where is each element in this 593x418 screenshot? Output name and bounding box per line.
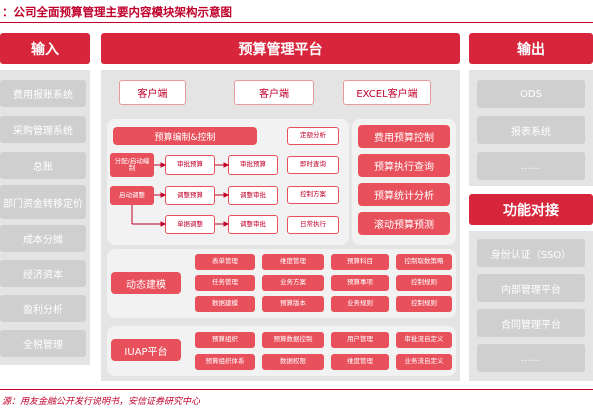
compile-left-box: 分配/启动编制 — [110, 153, 154, 177]
iuap-cell: 业务流自定义 — [396, 354, 452, 370]
function-item: …… — [477, 344, 585, 372]
dynamic-modeling-block: 动态建模 表单管理 维度管理 预算科目 控制取数策略 任务管理 业务方案 预算事… — [107, 249, 456, 318]
modeling-cell: 预算版本 — [262, 296, 324, 312]
input-item: 费用报账系统 — [0, 80, 86, 107]
iuap-cell: 维度管理 — [331, 354, 389, 370]
title-rule — [0, 22, 593, 23]
compile-side-box: 控制方案 — [287, 186, 339, 204]
input-item: 部门资金转移定价 — [0, 185, 86, 219]
compile-mid-box: 调整预算 — [165, 186, 215, 205]
compile-right-box: 调整审批 — [228, 186, 278, 205]
iuap-cell: 用户管理 — [331, 332, 389, 348]
client-box: 客户端 — [234, 80, 314, 105]
input-item: 成本分摊 — [0, 225, 86, 252]
modeling-cell: 预算科目 — [331, 254, 389, 270]
compile-left-box: 启动调整 — [110, 186, 154, 205]
budget-functions-block: 费用预算控制 预算执行查询 预算统计分析 滚动预算预测 — [352, 119, 456, 245]
budget-function-item: 费用预算控制 — [358, 125, 450, 148]
iuap-cell: 预算数据控制 — [262, 332, 324, 348]
iuap-cell: 预算组织体系 — [195, 354, 255, 370]
input-item: 总账 — [0, 152, 86, 179]
modeling-cell: 控制取数策略 — [396, 254, 452, 270]
dynamic-modeling-label: 动态建模 — [111, 272, 181, 294]
figure-title: ：公司全面预算管理主要内容模块架构示意图 — [2, 5, 232, 19]
output-item: 报表系统 — [477, 116, 585, 144]
output-header: 输出 — [469, 33, 593, 64]
iuap-cell: 预算组织 — [195, 332, 255, 348]
source-note: 源：用友金融公开发行说明书，安信证券研究中心 — [2, 397, 201, 407]
function-item: 合同管理平台 — [477, 309, 585, 337]
modeling-cell: 维度管理 — [262, 254, 324, 270]
modeling-cell: 任务管理 — [195, 275, 255, 291]
function-item: 身份认证（SSO） — [477, 239, 585, 267]
compile-side-box: 即时查询 — [287, 156, 339, 174]
modeling-cell: 表单管理 — [195, 254, 255, 270]
platform-header: 预算管理平台 — [101, 33, 460, 64]
modeling-cell: 业务方案 — [262, 275, 324, 291]
modeling-cell: 控制规则 — [396, 275, 452, 291]
iuap-platform-label: IUAP平台 — [111, 339, 181, 361]
modeling-cell: 业务规则 — [331, 296, 389, 312]
platform-panel: 客户端 客户端 EXCEL客户端 预算编制&控制 分配/启动编制 启动调整 审批… — [101, 70, 460, 381]
functions-panel: 身份认证（SSO） 内部管理平台 合同管理平台 …… — [469, 231, 593, 381]
modeling-cell: 控制规则 — [396, 296, 452, 312]
budget-function-item: 预算统计分析 — [358, 183, 450, 206]
budget-compile-title: 预算编制&控制 — [113, 127, 257, 145]
functions-header: 功能对接 — [469, 194, 593, 225]
output-item: ODS — [477, 80, 585, 108]
budget-compile-block: 预算编制&控制 分配/启动编制 启动调整 审批预算 调整预算 单据调整 审批预算… — [107, 119, 349, 245]
input-item: 经济资本 — [0, 260, 86, 287]
compile-right-box: 调整审批 — [228, 215, 278, 234]
compile-mid-box: 单据调整 — [165, 215, 215, 234]
compile-side-box: 日常执行 — [287, 216, 339, 234]
budget-function-item: 滚动预算预测 — [358, 212, 450, 235]
input-header: 输入 — [0, 33, 90, 64]
flow-arrows — [131, 162, 230, 227]
output-item: …… — [477, 152, 585, 180]
input-item: 采购管理系统 — [0, 116, 86, 143]
excel-client-box: EXCEL客户端 — [343, 80, 431, 105]
function-item: 内部管理平台 — [477, 274, 585, 302]
iuap-cell: 审批流自定义 — [396, 332, 452, 348]
source-rule — [0, 389, 593, 390]
compile-mid-box: 审批预算 — [165, 155, 215, 175]
input-item: 盈利分析 — [0, 295, 86, 322]
input-panel: 费用报账系统 采购管理系统 总账 部门资金转移定价 成本分摊 经济资本 盈利分析… — [0, 70, 90, 365]
compile-side-box: 定额分析 — [287, 127, 339, 145]
client-box: 客户端 — [119, 80, 186, 105]
iuap-platform-block: IUAP平台 预算组织 预算数据控制 用户管理 审批流自定义 预算组织体系 数据… — [107, 326, 456, 376]
iuap-cell: 数据权限 — [262, 354, 324, 370]
output-panel: ODS 报表系统 …… — [469, 70, 593, 186]
modeling-cell: 预算事项 — [331, 275, 389, 291]
input-item: 全税管理 — [0, 330, 86, 357]
modeling-cell: 数据建模 — [195, 296, 255, 312]
budget-function-item: 预算执行查询 — [358, 154, 450, 177]
